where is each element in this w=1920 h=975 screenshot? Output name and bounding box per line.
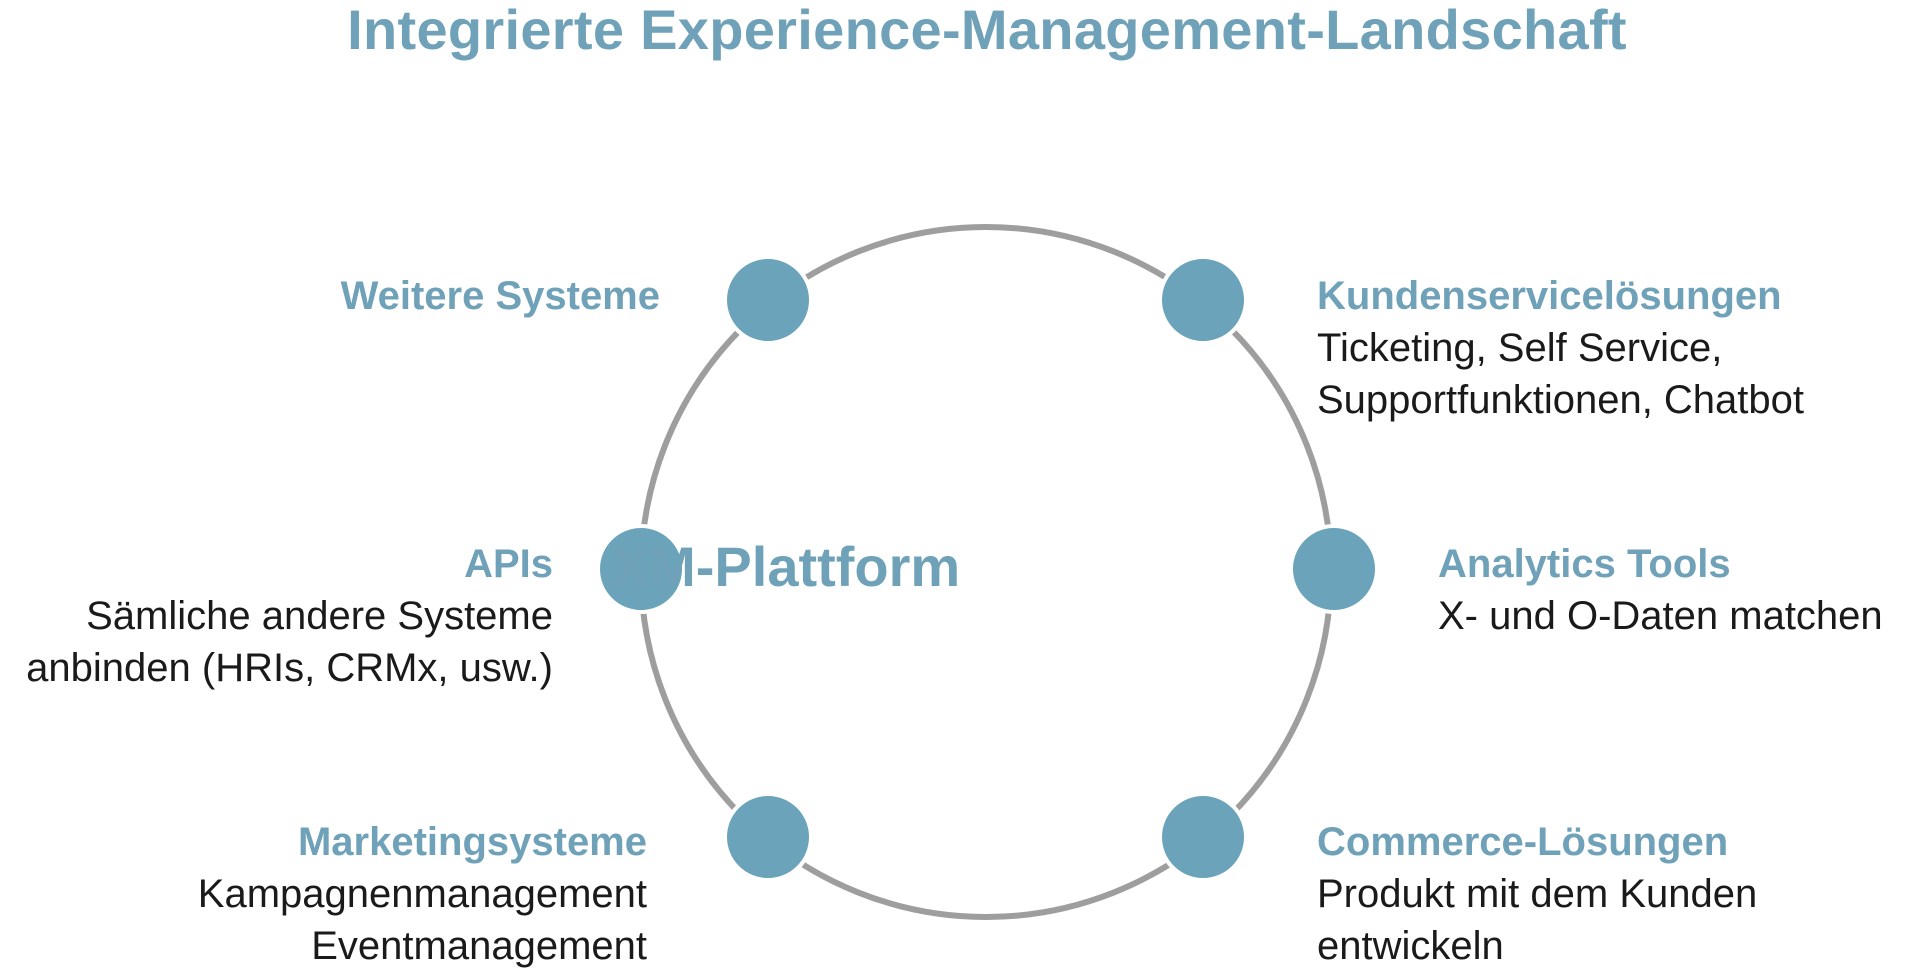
node-title: Analytics Tools: [1438, 542, 1731, 586]
node-title: Commerce-Lösungen: [1317, 820, 1729, 864]
node-label-analytics: Analytics Tools X- und O-Daten matchen: [1438, 538, 1918, 642]
node-description: X- und O-Daten matchen: [1438, 594, 1883, 638]
node-dot-marketing: [723, 792, 813, 882]
node-dot-apis: [596, 524, 686, 614]
node-title: Weitere Systeme: [340, 274, 660, 318]
center-label: XM-Plattform: [611, 535, 961, 598]
node-title: APIs: [464, 542, 553, 586]
node-label-apis: APIs Sämliche andere Systeme anbinden (H…: [0, 538, 553, 694]
node-label-weitere-systeme: Weitere Systeme: [100, 270, 660, 322]
node-label-marketing: Marketingsysteme Kampagnenmanagement Eve…: [87, 816, 647, 972]
diagram-title: Integrierte Experience-Management-Landsc…: [347, 0, 1627, 61]
node-description: Sämliche andere Systeme anbinden (HRIs, …: [26, 594, 553, 690]
node-dot-kundenservice: [1158, 255, 1248, 345]
node-dot-weitere-systeme: [723, 255, 813, 345]
node-title: Marketingsysteme: [297, 820, 647, 864]
node-description: Kampagnenmanagement Eventmanagement: [197, 872, 647, 968]
node-label-kundenservice: Kundenservicelösungen Ticketing, Self Se…: [1317, 270, 1877, 426]
node-dot-commerce: [1158, 792, 1248, 882]
node-label-commerce: Commerce-Lösungen Produkt mit dem Kunden…: [1317, 816, 1877, 972]
node-description: Produkt mit dem Kunden entwickeln: [1317, 872, 1758, 968]
node-description: Ticketing, Self Service, Supportfunktion…: [1317, 326, 1805, 422]
node-title: Kundenservicelösungen: [1317, 274, 1782, 318]
node-dot-analytics: [1289, 524, 1379, 614]
